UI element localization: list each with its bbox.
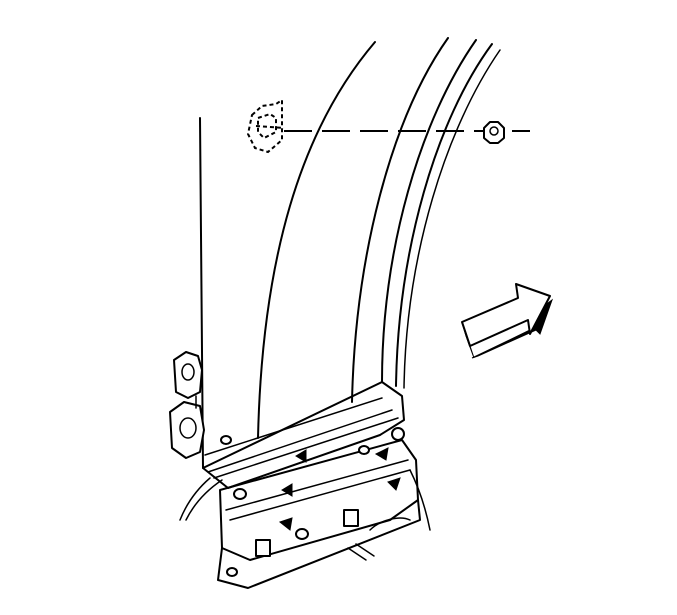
- lower-bracket: [185, 427, 431, 589]
- bracket-hole-5: [220, 435, 232, 445]
- clip-slot: [255, 125, 285, 129]
- bracket-hole-1: [233, 488, 247, 500]
- pillar-base-edge-1: [204, 397, 383, 456]
- nut-hole: [489, 126, 499, 136]
- pillar-inner-curve-2: [381, 39, 477, 383]
- door-hinge: [169, 351, 211, 521]
- bracket-slot-1: [255, 539, 271, 557]
- bracket-tab-2: [374, 447, 389, 461]
- bracket-fastener: [391, 427, 405, 441]
- bracket-tab-1: [295, 449, 307, 463]
- harness-3: [369, 517, 411, 531]
- bracket-hole-3: [358, 445, 370, 455]
- nut-body: [483, 121, 505, 144]
- pillar-panel: [199, 37, 501, 489]
- bracket-body: [219, 439, 419, 561]
- pillar-inner-curve-1: [351, 37, 449, 403]
- hinge-upper: [173, 351, 203, 399]
- bracket-slot-2: [343, 509, 359, 527]
- hinge-lower: [169, 401, 205, 459]
- harness-2: [355, 543, 375, 557]
- harness-1: [347, 547, 367, 561]
- harness-5: [185, 479, 223, 521]
- nut: [483, 121, 505, 144]
- bracket-fold-1: [225, 459, 409, 511]
- pillar-base-edge-3: [213, 417, 399, 479]
- body-edge-line: [199, 117, 204, 469]
- hinge-lower-hole: [179, 417, 197, 439]
- direction-arrow: [461, 283, 554, 359]
- pillar-inner-curve-4: [403, 49, 501, 389]
- pillar-base-edge-2: [207, 409, 393, 473]
- arrow-face: [461, 283, 551, 347]
- arrow-tail-depth: [461, 321, 475, 359]
- fastener-clip: [246, 98, 285, 154]
- pillar-inner-curve-3: [395, 43, 493, 387]
- bracket-tab-4: [387, 477, 401, 491]
- bracket-hole-4: [226, 567, 238, 577]
- bracket-fold-2: [229, 469, 411, 521]
- bracket-hole-2: [295, 528, 309, 540]
- bracket-tab-5: [278, 517, 293, 531]
- bracket-tab-3: [281, 483, 293, 497]
- hinge-cable: [179, 477, 211, 521]
- bracket-lower-flange: [217, 499, 421, 589]
- harness-4: [409, 469, 431, 531]
- hinge-upper-hole: [181, 363, 195, 381]
- pillar-outer-curve: [257, 41, 376, 439]
